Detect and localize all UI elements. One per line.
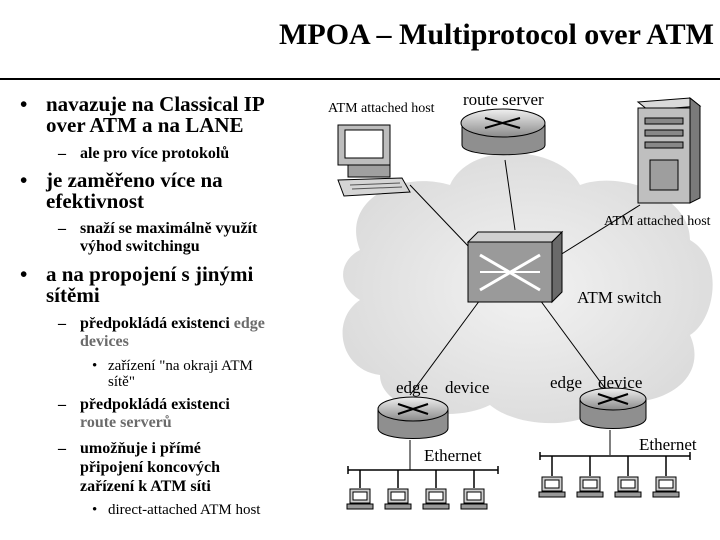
router-icon xyxy=(460,108,546,156)
pc-icon xyxy=(538,476,566,498)
label-ethernet-right: Ethernet xyxy=(639,435,697,454)
pc-icon xyxy=(614,476,642,498)
pc-icon xyxy=(460,488,488,510)
router-icon xyxy=(579,387,647,429)
label-atm-host-left: ATM attached host xyxy=(328,101,435,116)
label-edge-left-a: edge xyxy=(396,378,428,397)
label-atm-switch: ATM switch xyxy=(577,288,662,307)
label-ethernet-left: Ethernet xyxy=(424,446,482,465)
label-edge-right-a: edge xyxy=(550,373,582,392)
server-tower-icon xyxy=(636,96,702,204)
title-rule xyxy=(0,78,720,80)
slide-title: MPOA – Multiprotocol over ATM xyxy=(279,18,714,51)
workstation-icon xyxy=(337,124,411,197)
label-route-server: route server xyxy=(463,90,544,109)
label-edge-left-b: device xyxy=(445,378,489,397)
label-atm-host-right: ATM attached host xyxy=(604,214,711,229)
pc-group-left xyxy=(346,488,488,510)
connection-lines xyxy=(409,159,641,470)
pc-icon xyxy=(652,476,680,498)
router-icon xyxy=(377,396,449,439)
atm-switch-icon xyxy=(466,230,564,304)
label-edge-right-b: device xyxy=(598,373,642,392)
pc-icon xyxy=(422,488,450,510)
ethernet-bus-right xyxy=(539,452,691,476)
pc-icon xyxy=(346,488,374,510)
pc-icon xyxy=(384,488,412,510)
pc-group-right xyxy=(538,476,680,498)
pc-icon xyxy=(576,476,604,498)
ethernet-bus-left xyxy=(347,466,499,488)
